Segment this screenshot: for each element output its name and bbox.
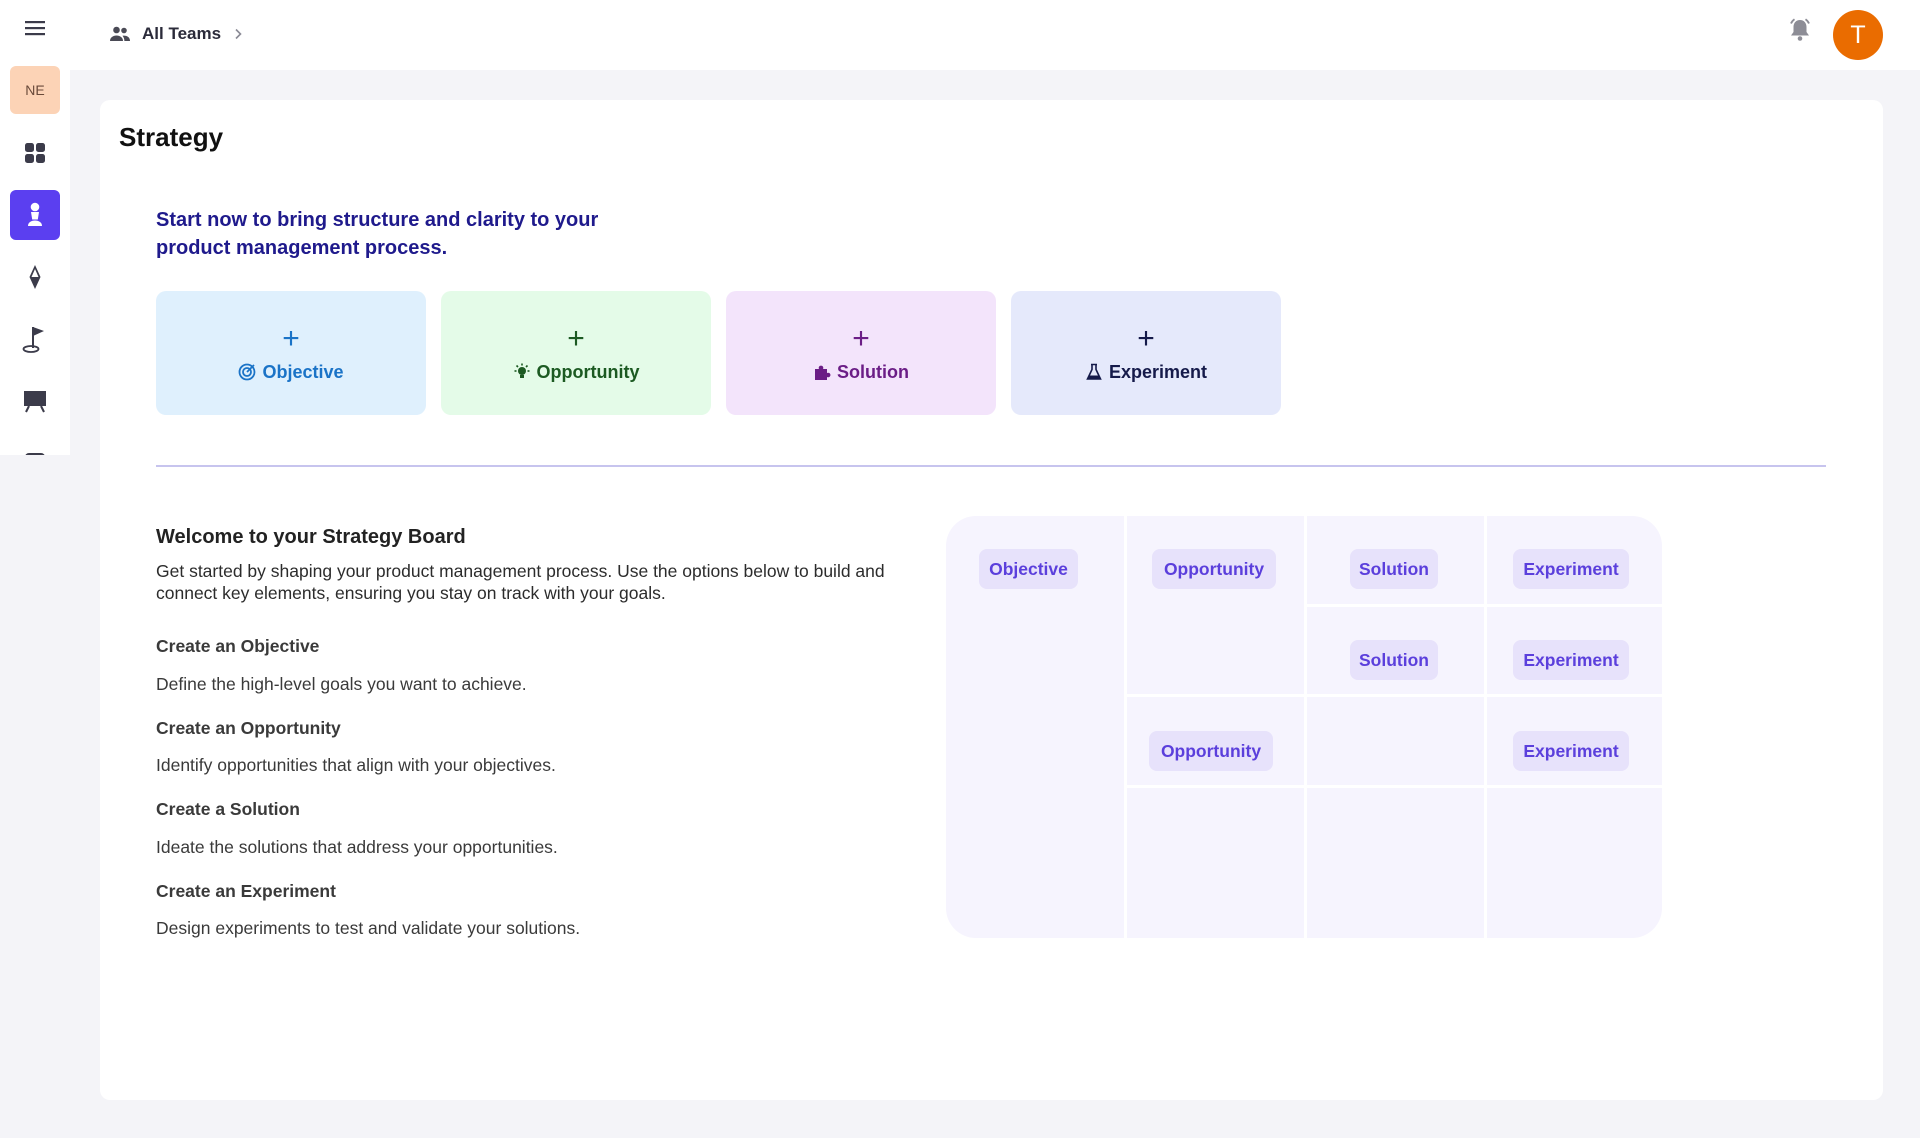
sidebar-item-compass[interactable] xyxy=(10,252,60,302)
target-icon xyxy=(239,363,256,381)
step-objective-title: Create an Objective xyxy=(156,636,320,656)
step-solution-description: Ideate the solutions that address your o… xyxy=(156,837,558,857)
create-solution-label: Solution xyxy=(837,361,909,382)
board-cell xyxy=(1127,788,1304,938)
strategy-board-illustration: Objective Opportunity Solution Experimen… xyxy=(946,516,1662,938)
create-objective-button[interactable]: + Objective xyxy=(156,291,426,415)
board-cell xyxy=(1127,516,1304,694)
board-pill-objective: Objective xyxy=(979,549,1078,589)
step-objective-description: Define the high-level goals you want to … xyxy=(156,674,527,694)
step-opportunity-title: Create an Opportunity xyxy=(156,718,341,738)
plus-icon: + xyxy=(852,321,870,355)
chevron-right-icon xyxy=(235,28,242,40)
step-solution-title: Create a Solution xyxy=(156,799,300,819)
tagline: Start now to bring structure and clarity… xyxy=(156,209,599,259)
lightbulb-icon xyxy=(514,363,529,378)
sidebar-item-more[interactable] xyxy=(10,438,60,455)
workspace-badge[interactable]: NE xyxy=(10,66,60,114)
board-pill-experiment: Experiment xyxy=(1513,640,1629,680)
create-opportunity-button[interactable]: + Opportunity xyxy=(441,291,711,415)
menu-icon xyxy=(25,21,45,36)
dashboard-icon xyxy=(25,143,45,163)
step-experiment-title: Create an Experiment xyxy=(156,881,336,901)
plus-icon: + xyxy=(1137,321,1155,355)
sidebar-item-milestones[interactable] xyxy=(10,314,60,364)
board-pill-opportunity: Opportunity xyxy=(1149,731,1273,771)
page-title: Strategy xyxy=(119,122,224,152)
board-pill-opportunity: Opportunity xyxy=(1152,549,1276,589)
breadcrumb-all-teams[interactable]: All Teams xyxy=(142,24,222,43)
golf-flag-icon xyxy=(22,327,44,353)
people-icon xyxy=(110,26,130,41)
welcome-description: Get started by shaping your product mana… xyxy=(156,561,885,603)
menu-button[interactable] xyxy=(10,3,60,53)
document-icon xyxy=(25,453,45,455)
board-pill-experiment: Experiment xyxy=(1513,549,1629,589)
create-experiment-button[interactable]: + Experiment xyxy=(1011,291,1281,415)
presentation-board-icon xyxy=(24,391,46,413)
strategy-card: Strategy Start now to bring structure an… xyxy=(100,100,1883,1100)
board-cell xyxy=(1307,788,1484,938)
flask-icon xyxy=(1086,363,1102,380)
board-pill-experiment: Experiment xyxy=(1513,731,1629,771)
step-experiment-description: Design experiments to test and validate … xyxy=(156,918,581,938)
create-opportunity-label: Opportunity xyxy=(536,361,640,382)
compass-icon xyxy=(29,265,41,289)
divider xyxy=(156,465,1826,467)
notification-bell-icon[interactable] xyxy=(1787,17,1813,43)
board-cell xyxy=(1487,788,1662,938)
chess-pawn-icon xyxy=(28,202,42,226)
sidebar-item-presentation[interactable] xyxy=(10,376,60,426)
sidebar-item-dashboard[interactable] xyxy=(10,128,60,178)
sidebar-item-strategy[interactable] xyxy=(10,190,60,240)
welcome-title: Welcome to your Strategy Board xyxy=(156,526,466,548)
plus-icon: + xyxy=(282,321,300,355)
top-bar: All Teams T xyxy=(0,0,1920,70)
breadcrumb[interactable]: All Teams xyxy=(108,22,245,46)
plus-icon: + xyxy=(567,321,585,355)
create-objective-label: Objective xyxy=(262,361,344,382)
board-pill-solution: Solution xyxy=(1350,640,1438,680)
board-cell xyxy=(1307,697,1484,785)
board-pill-solution: Solution xyxy=(1350,549,1438,589)
sidebar: NE xyxy=(0,0,70,455)
user-avatar[interactable]: T xyxy=(1833,10,1883,60)
puzzle-icon xyxy=(815,365,831,380)
create-experiment-label: Experiment xyxy=(1108,361,1208,382)
create-solution-button[interactable]: + Solution xyxy=(726,291,996,415)
step-opportunity-description: Identify opportunities that align with y… xyxy=(156,755,556,775)
